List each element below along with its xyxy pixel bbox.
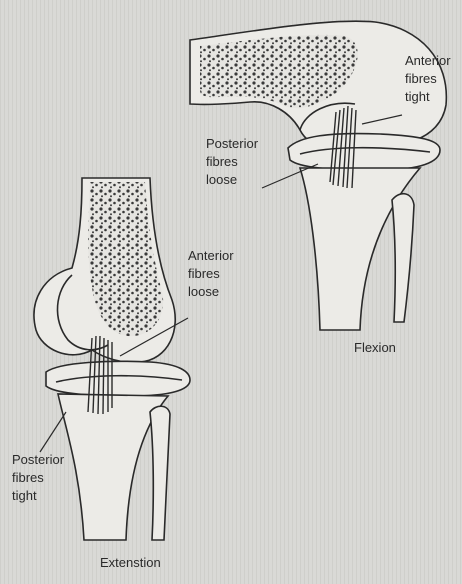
flexion-caption: Flexion (354, 339, 396, 357)
flexion-posterior-label: Posterior fibres loose (206, 135, 258, 189)
extension-anterior-label: Anterior fibres loose (188, 247, 234, 301)
flexion-anterior-label: Anterior fibres tight (405, 52, 451, 106)
extension-caption: Extenstion (100, 554, 161, 572)
extension-posterior-label: Posterior fibres tight (12, 451, 64, 505)
